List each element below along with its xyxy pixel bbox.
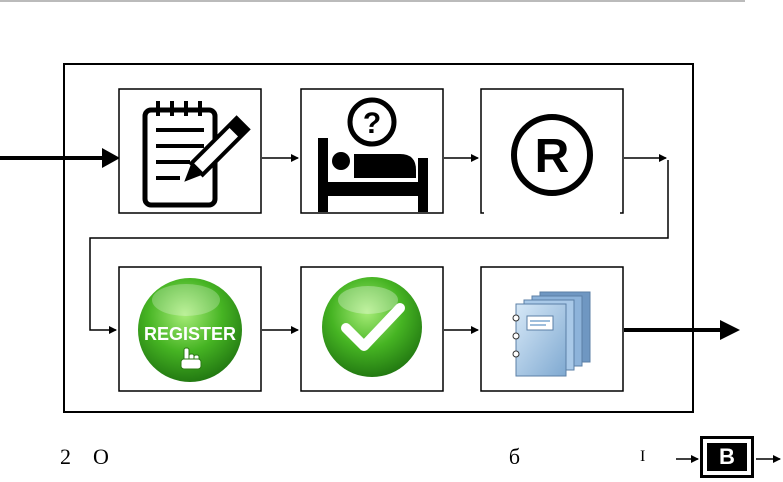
input-arrow-head bbox=[102, 148, 120, 168]
outer-frame bbox=[63, 63, 694, 413]
notepad-pencil-icon bbox=[142, 101, 251, 208]
svg-text:?: ? bbox=[363, 107, 381, 140]
register-label: REGISTER bbox=[144, 324, 236, 344]
connector-row-wrap bbox=[89, 160, 669, 334]
register-button-icon: REGISTER bbox=[138, 278, 242, 382]
caption-i: I bbox=[640, 448, 646, 465]
caption-b: б bbox=[508, 444, 521, 469]
b-badge-label: B bbox=[707, 443, 747, 471]
svg-text:R: R bbox=[535, 130, 570, 183]
output-arrow-head bbox=[720, 320, 740, 340]
step-box-3-gap bbox=[484, 205, 620, 217]
caption-number: 2 bbox=[60, 444, 71, 469]
b-badge: B bbox=[700, 436, 754, 478]
caption-letter: O bbox=[93, 444, 109, 469]
green-checkmark-icon bbox=[322, 277, 422, 377]
patient-bed-question-icon: ? bbox=[318, 97, 428, 212]
registered-trademark-icon: R bbox=[511, 114, 593, 196]
document-stack-icon bbox=[512, 291, 591, 377]
